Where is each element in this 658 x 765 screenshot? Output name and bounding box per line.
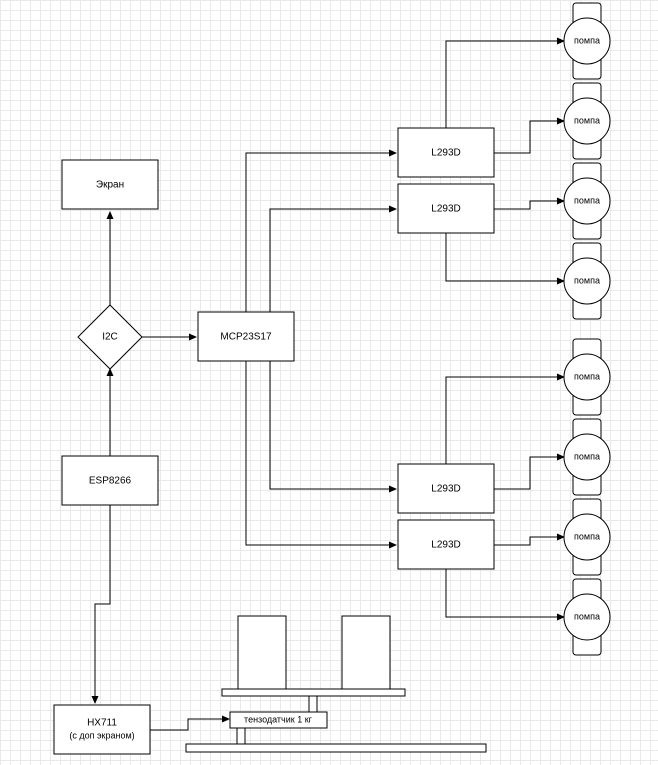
scale-base-plate — [185, 743, 487, 753]
pump-label: помпа — [574, 371, 600, 381]
weight-right — [341, 615, 391, 690]
edge-driver4-pump7 — [494, 533, 565, 546]
pump-circle — [563, 97, 611, 145]
pump-5: помпа — [563, 338, 611, 416]
pump-label: помпа — [574, 195, 600, 205]
weight-left — [237, 615, 287, 690]
pump-circle — [563, 177, 611, 225]
driver3-box — [397, 463, 495, 514]
driver1-label: L293D — [431, 148, 460, 159]
pumps-column: помпа помпа помпа помпа помпа помпа помпа помпа — [563, 2, 611, 656]
hx711-label: HX711 — [87, 718, 117, 729]
edge-driver3-pump6 — [494, 453, 565, 490]
load-cell-label: тензодатчик 1 кг — [244, 714, 313, 724]
scale-assembly — [185, 615, 487, 753]
edge-driver1-pump1 — [445, 37, 565, 128]
pump-label: помпа — [574, 275, 600, 285]
edge-driver1-pump2 — [494, 117, 565, 154]
screen-label: Экран — [96, 180, 124, 191]
pump-circle — [563, 513, 611, 561]
edge-driver3-pump5 — [445, 373, 565, 464]
pump-circle — [563, 257, 611, 305]
scale-top-plate — [221, 688, 406, 697]
pump-2: помпа — [563, 82, 611, 160]
pump-3: помпа — [563, 162, 611, 240]
driver4-label: L293D — [431, 540, 460, 551]
pump-label: помпа — [574, 35, 600, 45]
pump-8: помпа — [563, 578, 611, 656]
edge-driver2-pump4 — [445, 233, 565, 285]
pump-1: помпа — [563, 2, 611, 80]
mcp23s17-box — [197, 311, 295, 362]
edge-mcp-driver3 — [269, 361, 397, 493]
i2c-diamond — [77, 304, 143, 370]
driver4-box — [397, 519, 495, 570]
edge-hx711-loadcell — [150, 715, 230, 731]
edge-mcp-driver1 — [245, 149, 397, 312]
pump-label: помпа — [574, 611, 600, 621]
hx711-sublabel: (с доп экраном) — [69, 730, 134, 740]
pump-6: помпа — [563, 418, 611, 496]
driver2-label: L293D — [431, 204, 460, 215]
mcp23s17-label: MCP23S17 — [220, 332, 272, 343]
bottom-post — [236, 727, 246, 745]
load-cell-box — [229, 711, 328, 729]
pump-label: помпа — [574, 531, 600, 541]
pump-circle — [563, 433, 611, 481]
pump-label: помпа — [574, 115, 600, 125]
driver3-label: L293D — [431, 484, 460, 495]
driver2-box — [397, 183, 495, 234]
esp8266-label: ESP8266 — [89, 476, 132, 487]
i2c-label: I2C — [102, 332, 118, 343]
edge-mcp-driver4 — [245, 361, 397, 549]
pump-4: помпа — [563, 242, 611, 320]
esp8266-box — [61, 455, 159, 506]
connectors — [91, 37, 565, 731]
pump-circle — [563, 593, 611, 641]
screen-box — [61, 159, 159, 210]
hx711-box — [53, 704, 151, 755]
driver1-box — [397, 127, 495, 178]
pump-label: помпа — [574, 451, 600, 461]
pump-circle — [563, 17, 611, 65]
top-post — [308, 695, 318, 713]
pump-7: помпа — [563, 498, 611, 576]
edge-mcp-driver2 — [269, 205, 397, 312]
edge-driver2-pump3 — [494, 197, 565, 210]
pump-circle — [563, 353, 611, 401]
edge-esp-hx711 — [91, 505, 111, 704]
edge-driver4-pump8 — [445, 569, 565, 621]
